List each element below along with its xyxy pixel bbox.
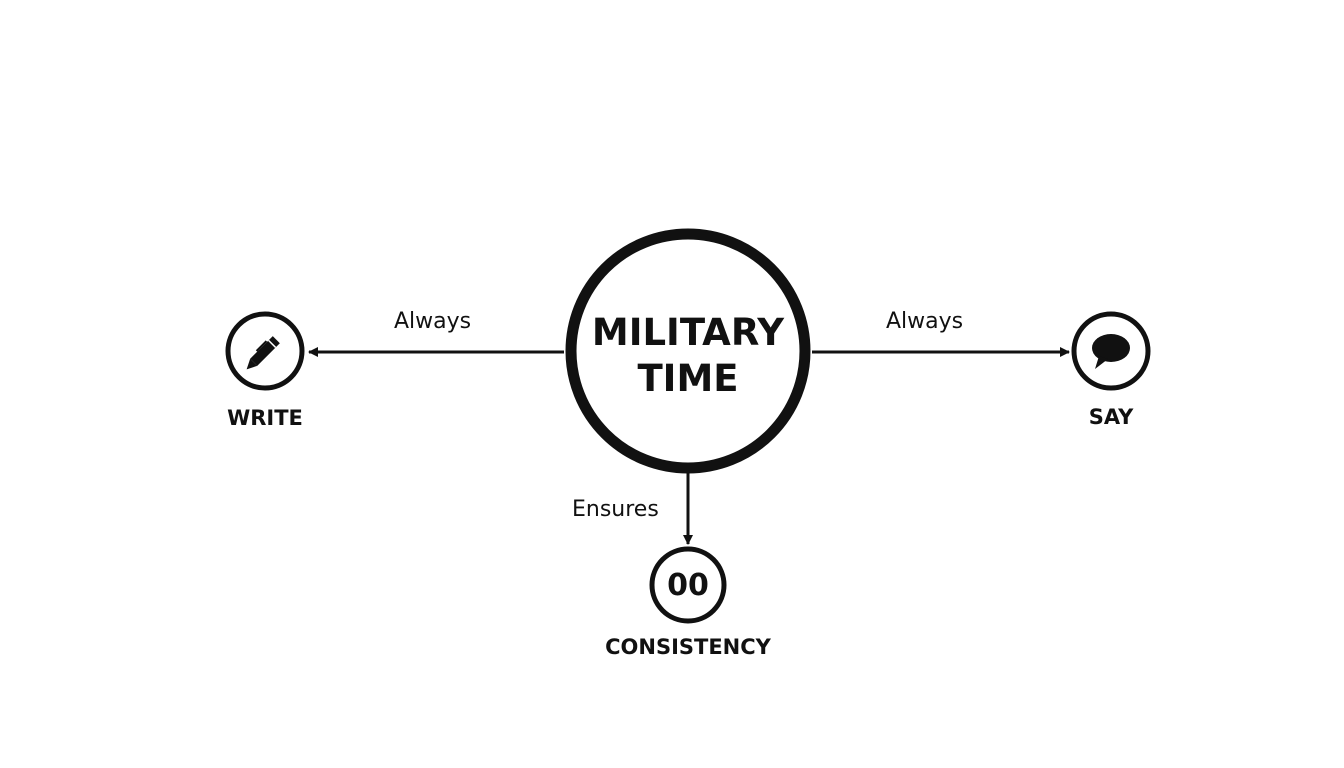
edge-label-down: Ensures: [572, 497, 659, 522]
consistency-label: CONSISTENCY: [605, 635, 771, 659]
write-label: WRITE: [227, 406, 303, 430]
military-time-circle: [565, 228, 811, 474]
pen-icon: [246, 336, 280, 370]
center-title: MILITARY TIME: [568, 310, 808, 402]
center-title-line2: TIME: [637, 357, 739, 400]
speech-bubble-icon: [1092, 334, 1130, 369]
consistency-symbol: 00: [667, 568, 709, 603]
center-title-line1: MILITARY: [591, 311, 785, 354]
edge-label-right: Always: [886, 309, 964, 334]
consistency-node-circle: [649, 546, 727, 624]
edge-label-left: Always: [394, 309, 472, 334]
say-label: SAY: [1088, 405, 1134, 429]
